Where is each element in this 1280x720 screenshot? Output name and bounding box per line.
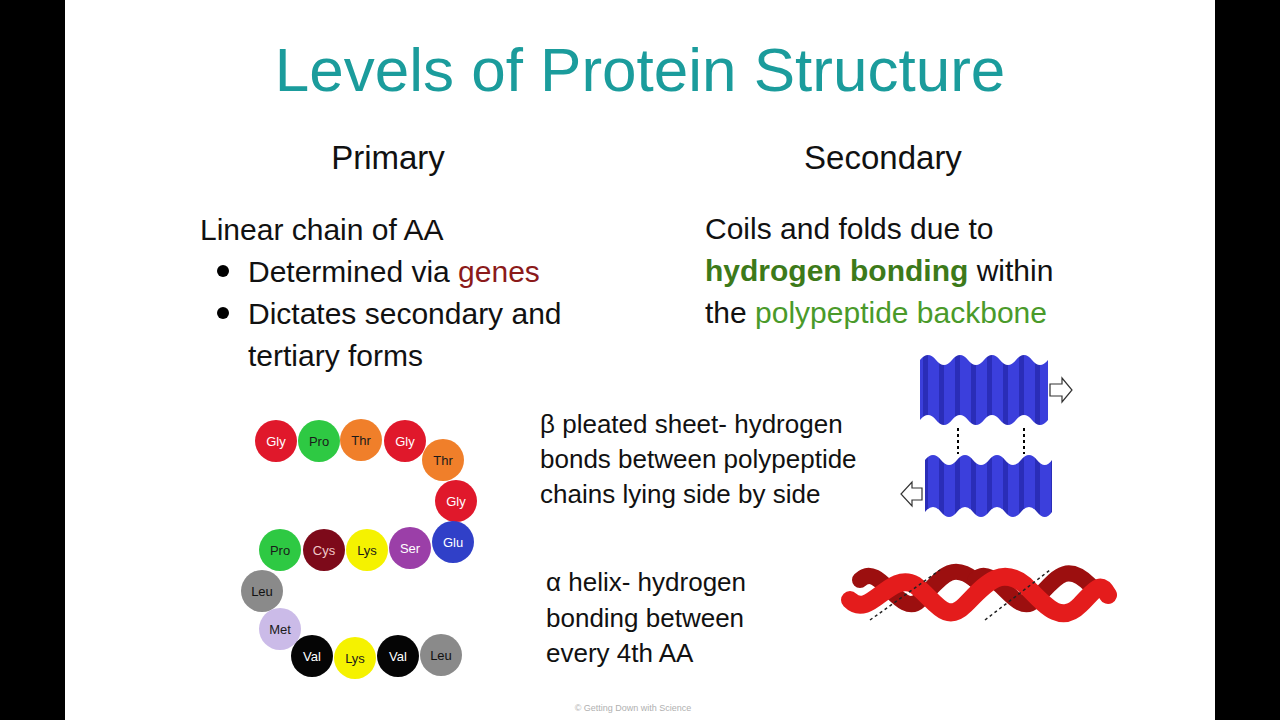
amino-acid-name: Gly [446,494,466,509]
amino-acid-name: Cys [313,543,335,558]
body-text: Determined via [248,255,450,288]
amino-acid-circle: Gly [384,420,426,462]
amino-acid-name: Gly [266,434,286,449]
body-text: Linear chain of AA [200,210,444,250]
slide-title: Levels of Protein Structure [65,32,1215,108]
amino-acid-name: Thr [433,453,453,468]
column-heading: Primary [288,138,488,178]
amino-acid-name: Thr [351,433,371,448]
amino-acid-name: Pro [270,543,290,558]
amino-acid-circle: Cys [303,529,345,571]
amino-acid-circle: Pro [298,420,340,462]
column-heading: Secondary [763,138,1003,178]
amino-acid-circle: Pro [259,529,301,571]
amino-acid-name: Ser [400,541,420,556]
highlight-term: hydrogen bonding [705,254,968,287]
watermark: © Getting Down with Science [533,703,733,713]
amino-acid-circle: Leu [241,570,283,612]
amino-acid-name: Lys [345,651,365,666]
amino-acid-circle: Glu [432,521,474,563]
amino-acid-circle: Thr [422,439,464,481]
amino-acid-circle: Ser [389,527,431,569]
side-bar [1215,0,1280,720]
amino-acid-circle: Thr [340,419,382,461]
amino-acid-circle: Gly [255,420,297,462]
amino-acid-circle: Lys [346,529,388,571]
amino-acid-circle: Gly [435,480,477,522]
amino-acid-circle: Val [377,635,419,677]
side-bar [0,0,65,720]
bullet-item: Determined via genes [248,251,628,293]
body-paragraph: Coils and folds due to hydrogen bonding … [705,208,1055,334]
body-text: Coils and folds due to [705,212,994,245]
amino-acid-circle: Leu [420,634,462,676]
alpha-helix-note: α helix- hydrogen bonding between every … [546,565,796,672]
amino-acid-name: Glu [443,535,463,550]
amino-acid-name: Lys [357,543,377,558]
amino-acid-name: Pro [309,434,329,449]
amino-acid-name: Met [269,622,291,637]
amino-acid-name: Val [389,649,407,664]
amino-acid-circle: Val [291,635,333,677]
bullet-item: Dictates secondary and tertiary forms [248,293,628,377]
amino-acid-name: Leu [430,648,452,663]
amino-acid-name: Val [303,649,321,664]
highlight-term: genes [458,255,540,288]
beta-sheet-note: β pleated sheet- hydrogen bonds between … [540,407,890,512]
highlight-term: polypeptide backbone [755,296,1047,329]
amino-acid-name: Gly [395,434,415,449]
amino-acid-name: Leu [251,584,273,599]
amino-acid-circle: Lys [334,637,376,679]
